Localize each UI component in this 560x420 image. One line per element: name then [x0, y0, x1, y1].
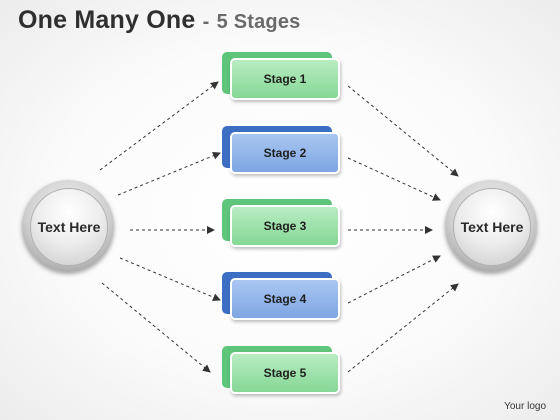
page-title: One Many One - 5 Stages	[18, 6, 301, 35]
right-hub-circle: Text Here	[445, 180, 537, 272]
stage-1-box: Stage 1	[222, 52, 342, 102]
arrow-stage-5-to-right	[347, 283, 459, 373]
arrow-left-to-stage-1	[99, 81, 219, 171]
right-hub-label: Text Here	[460, 219, 524, 235]
stage-5-box: Stage 5	[222, 346, 342, 396]
left-hub-circle: Text Here	[22, 180, 114, 272]
arrow-stage-4-to-right	[347, 255, 441, 304]
arrow-left-to-stage-5	[101, 282, 211, 373]
logo-text: Your logo	[504, 401, 546, 412]
arrow-stage-2-to-right	[347, 157, 441, 201]
title-subtitle: 5 Stages	[216, 11, 301, 33]
left-hub-label: Text Here	[37, 219, 101, 235]
title-main: One Many One	[18, 6, 196, 34]
stage-4-box: Stage 4	[222, 272, 342, 322]
stage-2-label: Stage 2	[263, 146, 307, 160]
arrow-left-to-stage-4	[119, 257, 221, 301]
title-separator: -	[202, 11, 210, 33]
arrow-left-to-stage-2	[117, 151, 221, 196]
stage-5-label: Stage 5	[263, 366, 307, 380]
stage-3-box: Stage 3	[222, 199, 342, 249]
stage-4-label: Stage 4	[263, 292, 307, 306]
arrow-stage-1-to-right	[347, 85, 459, 177]
stage-2-box: Stage 2	[222, 126, 342, 176]
stage-3-label: Stage 3	[263, 219, 307, 233]
stage-1-label: Stage 1	[263, 72, 307, 86]
